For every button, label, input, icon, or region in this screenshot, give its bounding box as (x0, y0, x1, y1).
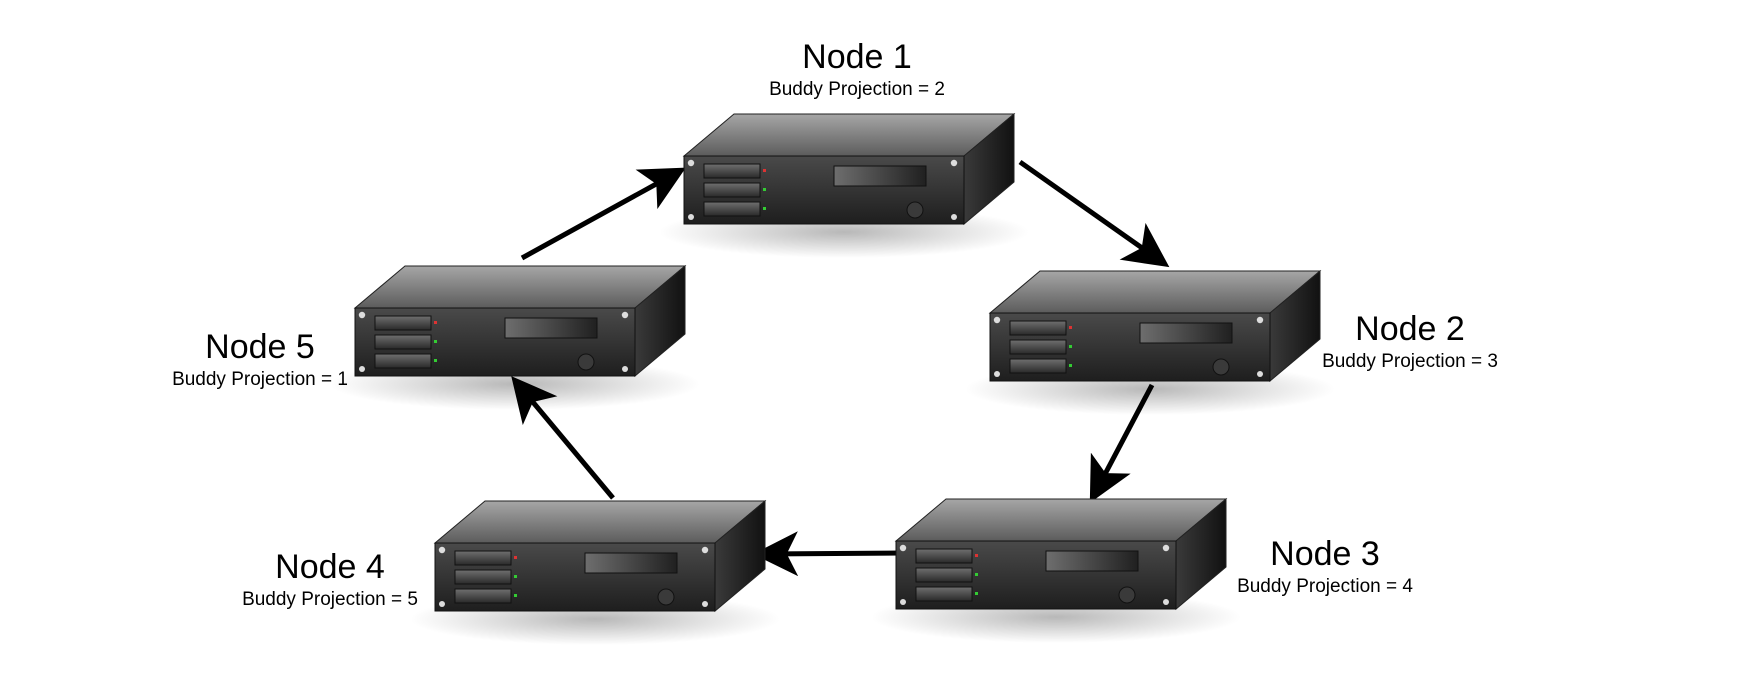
edge-node3-to-node4 (753, 531, 901, 577)
rack-server-icon (329, 265, 701, 411)
node-4-buddy-projection: Buddy Projection = 5 (242, 589, 418, 610)
node-4-server (409, 500, 781, 646)
edge-node5-to-node1 (520, 167, 686, 261)
node-3-label: Node 3 Buddy Projection = 4 (1210, 535, 1440, 599)
node-4-label: Node 4 Buddy Projection = 5 (215, 548, 445, 612)
node-3-buddy-projection: Buddy Projection = 4 (1237, 576, 1413, 597)
node-2-title: Node 2 (1355, 310, 1465, 348)
node-3-server (870, 498, 1242, 644)
rack-server-icon (870, 498, 1242, 644)
node-2-label: Node 2 Buddy Projection = 3 (1295, 310, 1525, 374)
edge-node1-to-node2 (1018, 159, 1170, 268)
node-1-label: Node 1 Buddy Projection = 2 (737, 38, 977, 102)
node-5-buddy-projection: Buddy Projection = 1 (172, 369, 348, 390)
rack-server-icon (658, 113, 1030, 259)
node-2-server (964, 270, 1336, 416)
node-5-server (329, 265, 701, 411)
node-5-title: Node 5 (205, 328, 315, 366)
node-5-label: Node 5 Buddy Projection = 1 (145, 328, 375, 392)
node-1-title: Node 1 (802, 38, 912, 76)
node-1-buddy-projection: Buddy Projection = 2 (769, 79, 945, 100)
rack-server-icon (409, 500, 781, 646)
rack-server-icon (964, 270, 1336, 416)
node-3-title: Node 3 (1270, 535, 1380, 573)
node-4-title: Node 4 (275, 548, 385, 586)
node-2-buddy-projection: Buddy Projection = 3 (1322, 351, 1498, 372)
node-1-server (658, 113, 1030, 259)
